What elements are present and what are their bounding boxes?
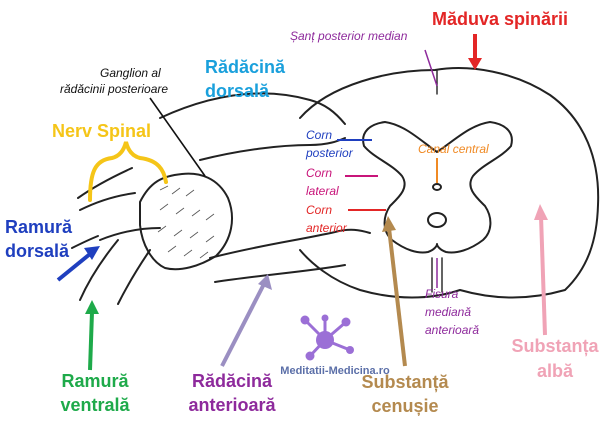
label-radacina-dorsala-line1: Rădăcină <box>205 57 286 77</box>
line-ganglion <box>149 97 206 177</box>
ventral-root-upper <box>209 228 371 259</box>
molecule-logo-icon <box>300 314 354 361</box>
label-radacina-dorsala-line2: dorsală <box>205 81 270 101</box>
label-corn-posterior-line2: posterior <box>305 146 354 160</box>
label-canal-central: Canal central <box>418 142 489 156</box>
label-substanta-alba-line1: Substanța <box>511 336 599 356</box>
arrow-radacina-anterioara-head <box>258 274 272 290</box>
anatomy-drawing <box>71 67 600 305</box>
ganglion-hatching <box>157 185 215 259</box>
arrow-radacina-anterioara <box>220 283 266 367</box>
arrow-ramura-dorsala <box>56 252 92 282</box>
label-corn-anterior-line1: Corn <box>306 203 332 217</box>
label-ramura-ventrala-line2: ventrală <box>60 395 130 415</box>
label-corn-lateral-line2: lateral <box>306 184 339 198</box>
arrow-ramura-ventrala <box>88 311 94 371</box>
label-substanta-cenusie-line2: cenușie <box>371 396 438 416</box>
label-ganglion-line2: rădăcinii posterioare <box>60 82 168 96</box>
label-maduva-spinarii: Măduva spinării <box>432 9 568 29</box>
spinal-cord-outline <box>299 67 600 299</box>
arrow-substanta-alba-head <box>534 204 548 220</box>
label-nerv-spinal: Nerv Spinal <box>52 121 151 141</box>
spinal-nerve-upper <box>79 192 136 211</box>
label-fisura-line3: anterioară <box>425 323 479 337</box>
label-ramura-dorsala-line2: dorsală <box>5 241 70 261</box>
ventral-ramus-left <box>79 239 119 301</box>
grey-matter-outline <box>362 121 513 254</box>
dorsal-root-ganglion <box>139 172 233 271</box>
label-substanta-alba-line2: albă <box>537 361 574 381</box>
arrow-ramura-ventrala-head <box>85 300 99 314</box>
label-ganglion-line1: Ganglion al <box>100 66 161 80</box>
label-fisura-line2: mediană <box>425 305 471 319</box>
arrow-substanta-cenusie-head <box>382 216 396 232</box>
label-ramura-ventrala-line1: Ramură <box>61 371 129 391</box>
label-ramura-dorsala-line1: Ramură <box>5 217 73 237</box>
label-substanta-cenusie-line1: Substanță <box>361 372 449 392</box>
arrow-ramura-dorsala-head <box>84 246 100 260</box>
anterior-fissure-opening <box>427 212 447 228</box>
label-corn-anterior-line2: anterior <box>306 221 348 235</box>
label-corn-lateral-line1: Corn <box>306 166 332 180</box>
dorsal-ramus-upper <box>77 167 133 199</box>
logo-text: Meditatii-Medicina.ro <box>280 365 390 377</box>
arrow-substanta-cenusie <box>387 227 407 367</box>
label-fisura-line1: Fisura <box>425 287 459 301</box>
ventral-ramus-right <box>117 249 151 305</box>
label-corn-posterior-line1: Corn <box>306 128 332 142</box>
central-canal <box>432 183 442 191</box>
label-radacina-anterioara-line2: anterioară <box>188 395 276 415</box>
brace-nerv-spinal <box>88 141 168 202</box>
label-sant-posterior-median: Șanț posterior median <box>290 29 408 43</box>
dorsal-ramus-lower <box>71 235 99 249</box>
arrow-substanta-alba <box>539 215 547 336</box>
ventral-root-lower <box>214 264 346 283</box>
arrow-maduva-head <box>468 58 482 70</box>
spinal-nerve-lower <box>99 227 161 241</box>
line-sant <box>424 49 438 87</box>
dorsal-root-upper <box>159 92 346 125</box>
label-radacina-anterioara-line1: Rădăcină <box>192 371 273 391</box>
